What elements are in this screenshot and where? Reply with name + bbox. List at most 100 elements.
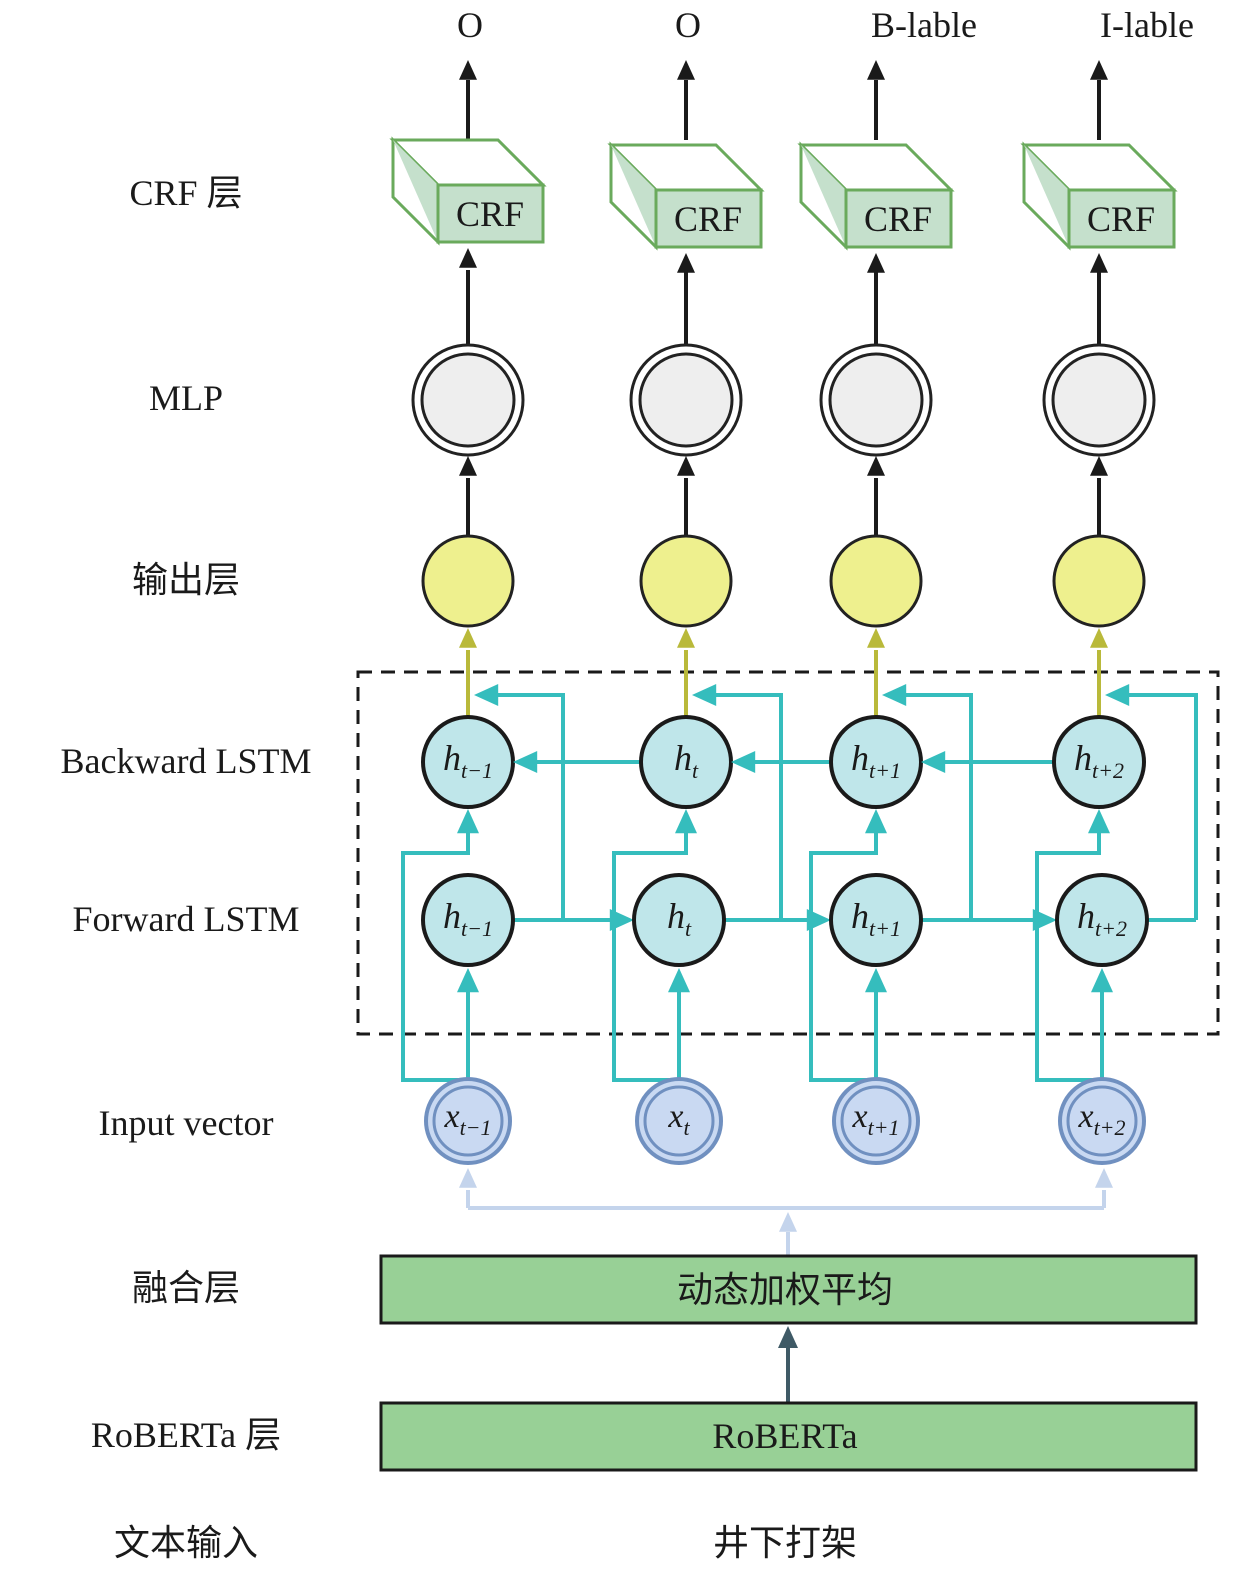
forward-to-backward-line xyxy=(496,693,565,920)
crf-box-front xyxy=(1067,188,1176,249)
arrow-head-icon xyxy=(668,968,690,993)
input-vector-label: xt+2 xyxy=(1077,1098,1125,1140)
arrow-head-icon xyxy=(1090,60,1108,80)
row-label-text-input: 文本输入 xyxy=(114,1523,258,1563)
crf-box-side-shade xyxy=(1024,145,1069,247)
arrow-head-icon xyxy=(457,968,479,993)
arrow-head-icon xyxy=(1091,968,1113,993)
output-node xyxy=(1052,534,1146,628)
crf-box-front xyxy=(654,188,763,249)
forward-hidden-label: ht xyxy=(667,896,692,941)
output-tag-3: I-lable xyxy=(1100,5,1194,45)
output-tag-0: O xyxy=(457,5,483,45)
arrow-head-icon xyxy=(1090,456,1108,476)
mlp-node xyxy=(828,352,924,448)
arrow-head-icon xyxy=(867,253,885,273)
input-node xyxy=(432,1085,504,1157)
forward-hidden-label: ht+2 xyxy=(1077,896,1127,941)
arrow-head-icon xyxy=(459,1168,477,1188)
backward-hidden-label: ht+1 xyxy=(851,738,901,783)
arrow-head-icon xyxy=(1090,253,1108,273)
roberta-box-label: RoBERTa xyxy=(712,1416,857,1456)
crf-box-front xyxy=(844,188,953,249)
input-node xyxy=(643,1085,715,1157)
forward-lstm-node xyxy=(829,873,923,967)
arrow-head-icon xyxy=(459,628,477,648)
arrow-head-icon xyxy=(1095,1168,1113,1188)
crf-box-side-shade xyxy=(611,145,656,247)
arrow-head-icon xyxy=(865,809,887,834)
crf-box-label: CRF xyxy=(456,194,524,234)
arrow-head-icon xyxy=(731,751,756,773)
crf-box-side-shade xyxy=(393,140,438,242)
fusion-box-label: 动态加权平均 xyxy=(677,1270,893,1310)
crf-box-side-shade xyxy=(801,145,846,247)
input-node xyxy=(840,1085,912,1157)
bilstm-dashed-frame xyxy=(356,670,1220,1036)
arrow-head-icon xyxy=(865,968,887,993)
output-node xyxy=(639,534,733,628)
crf-box-label: CRF xyxy=(864,199,932,239)
roberta-box xyxy=(379,1401,1198,1472)
forward-hidden-label: ht+1 xyxy=(851,896,901,941)
fusion-box xyxy=(379,1254,1198,1325)
arrow-head-icon xyxy=(867,60,885,80)
arrow-head-icon xyxy=(459,248,477,268)
row-label-roberta: RoBERTa 层 xyxy=(91,1415,281,1455)
arrow-head-icon xyxy=(779,1212,797,1232)
arrow-head-icon xyxy=(474,684,499,706)
arrow-head-icon xyxy=(457,809,479,834)
forward-to-backward-line xyxy=(1127,693,1198,920)
forward-to-backward-line xyxy=(714,693,783,920)
input-to-backward-line xyxy=(612,832,688,1082)
input-to-backward-line xyxy=(809,832,878,1082)
arrow-head-icon xyxy=(459,456,477,476)
input-to-backward-line xyxy=(401,832,470,1082)
arrow-head-icon xyxy=(692,684,717,706)
input-node xyxy=(1066,1085,1138,1157)
crf-box-label: CRF xyxy=(1087,199,1155,239)
arrow-head-icon xyxy=(1105,684,1130,706)
row-label-mlp: MLP xyxy=(149,378,223,418)
input-vector-label: xt xyxy=(667,1098,690,1140)
input-vector-label: xt−1 xyxy=(443,1098,491,1140)
arrow-head-icon xyxy=(677,628,695,648)
row-label-input: Input vector xyxy=(99,1103,274,1143)
arrow-head-icon xyxy=(882,684,907,706)
arrow-head-icon xyxy=(677,60,695,80)
text-input-sentence: 井下打架 xyxy=(713,1523,857,1563)
input-vector-label: xt+1 xyxy=(851,1098,899,1140)
output-tag-2: B-lable xyxy=(871,5,977,45)
arrow-head-icon xyxy=(867,628,885,648)
arrow-head-icon xyxy=(513,751,538,773)
row-label-forward: Forward LSTM xyxy=(73,899,300,939)
forward-lstm-node xyxy=(421,873,515,967)
output-node xyxy=(421,534,515,628)
backward-lstm-node xyxy=(1052,715,1146,809)
crf-box-front xyxy=(436,183,545,244)
row-label-backward: Backward LSTM xyxy=(61,741,312,781)
arrow-head-icon xyxy=(1090,628,1108,648)
backward-hidden-label: ht xyxy=(674,738,699,783)
forward-to-backward-line xyxy=(904,693,973,920)
row-label-crf: CRF 层 xyxy=(129,173,242,213)
output-node xyxy=(829,534,923,628)
backward-hidden-label: ht−1 xyxy=(443,738,493,783)
backward-hidden-label: ht+2 xyxy=(1074,738,1124,783)
arrow-head-icon xyxy=(677,253,695,273)
arrow-head-icon xyxy=(1088,809,1110,834)
arrow-head-icon xyxy=(677,456,695,476)
crf-box-label: CRF xyxy=(674,199,742,239)
forward-lstm-node xyxy=(632,873,726,967)
forward-hidden-label: ht−1 xyxy=(443,896,493,941)
forward-lstm-node xyxy=(1055,873,1149,967)
arrow-head-icon xyxy=(675,809,697,834)
mlp-node xyxy=(638,352,734,448)
arrow-head-icon xyxy=(921,751,946,773)
arrow-head-icon xyxy=(459,60,477,80)
row-label-output: 输出层 xyxy=(132,560,240,600)
mlp-node xyxy=(420,352,516,448)
arrow-head-icon xyxy=(867,456,885,476)
arrow-head-icon xyxy=(778,1326,798,1348)
